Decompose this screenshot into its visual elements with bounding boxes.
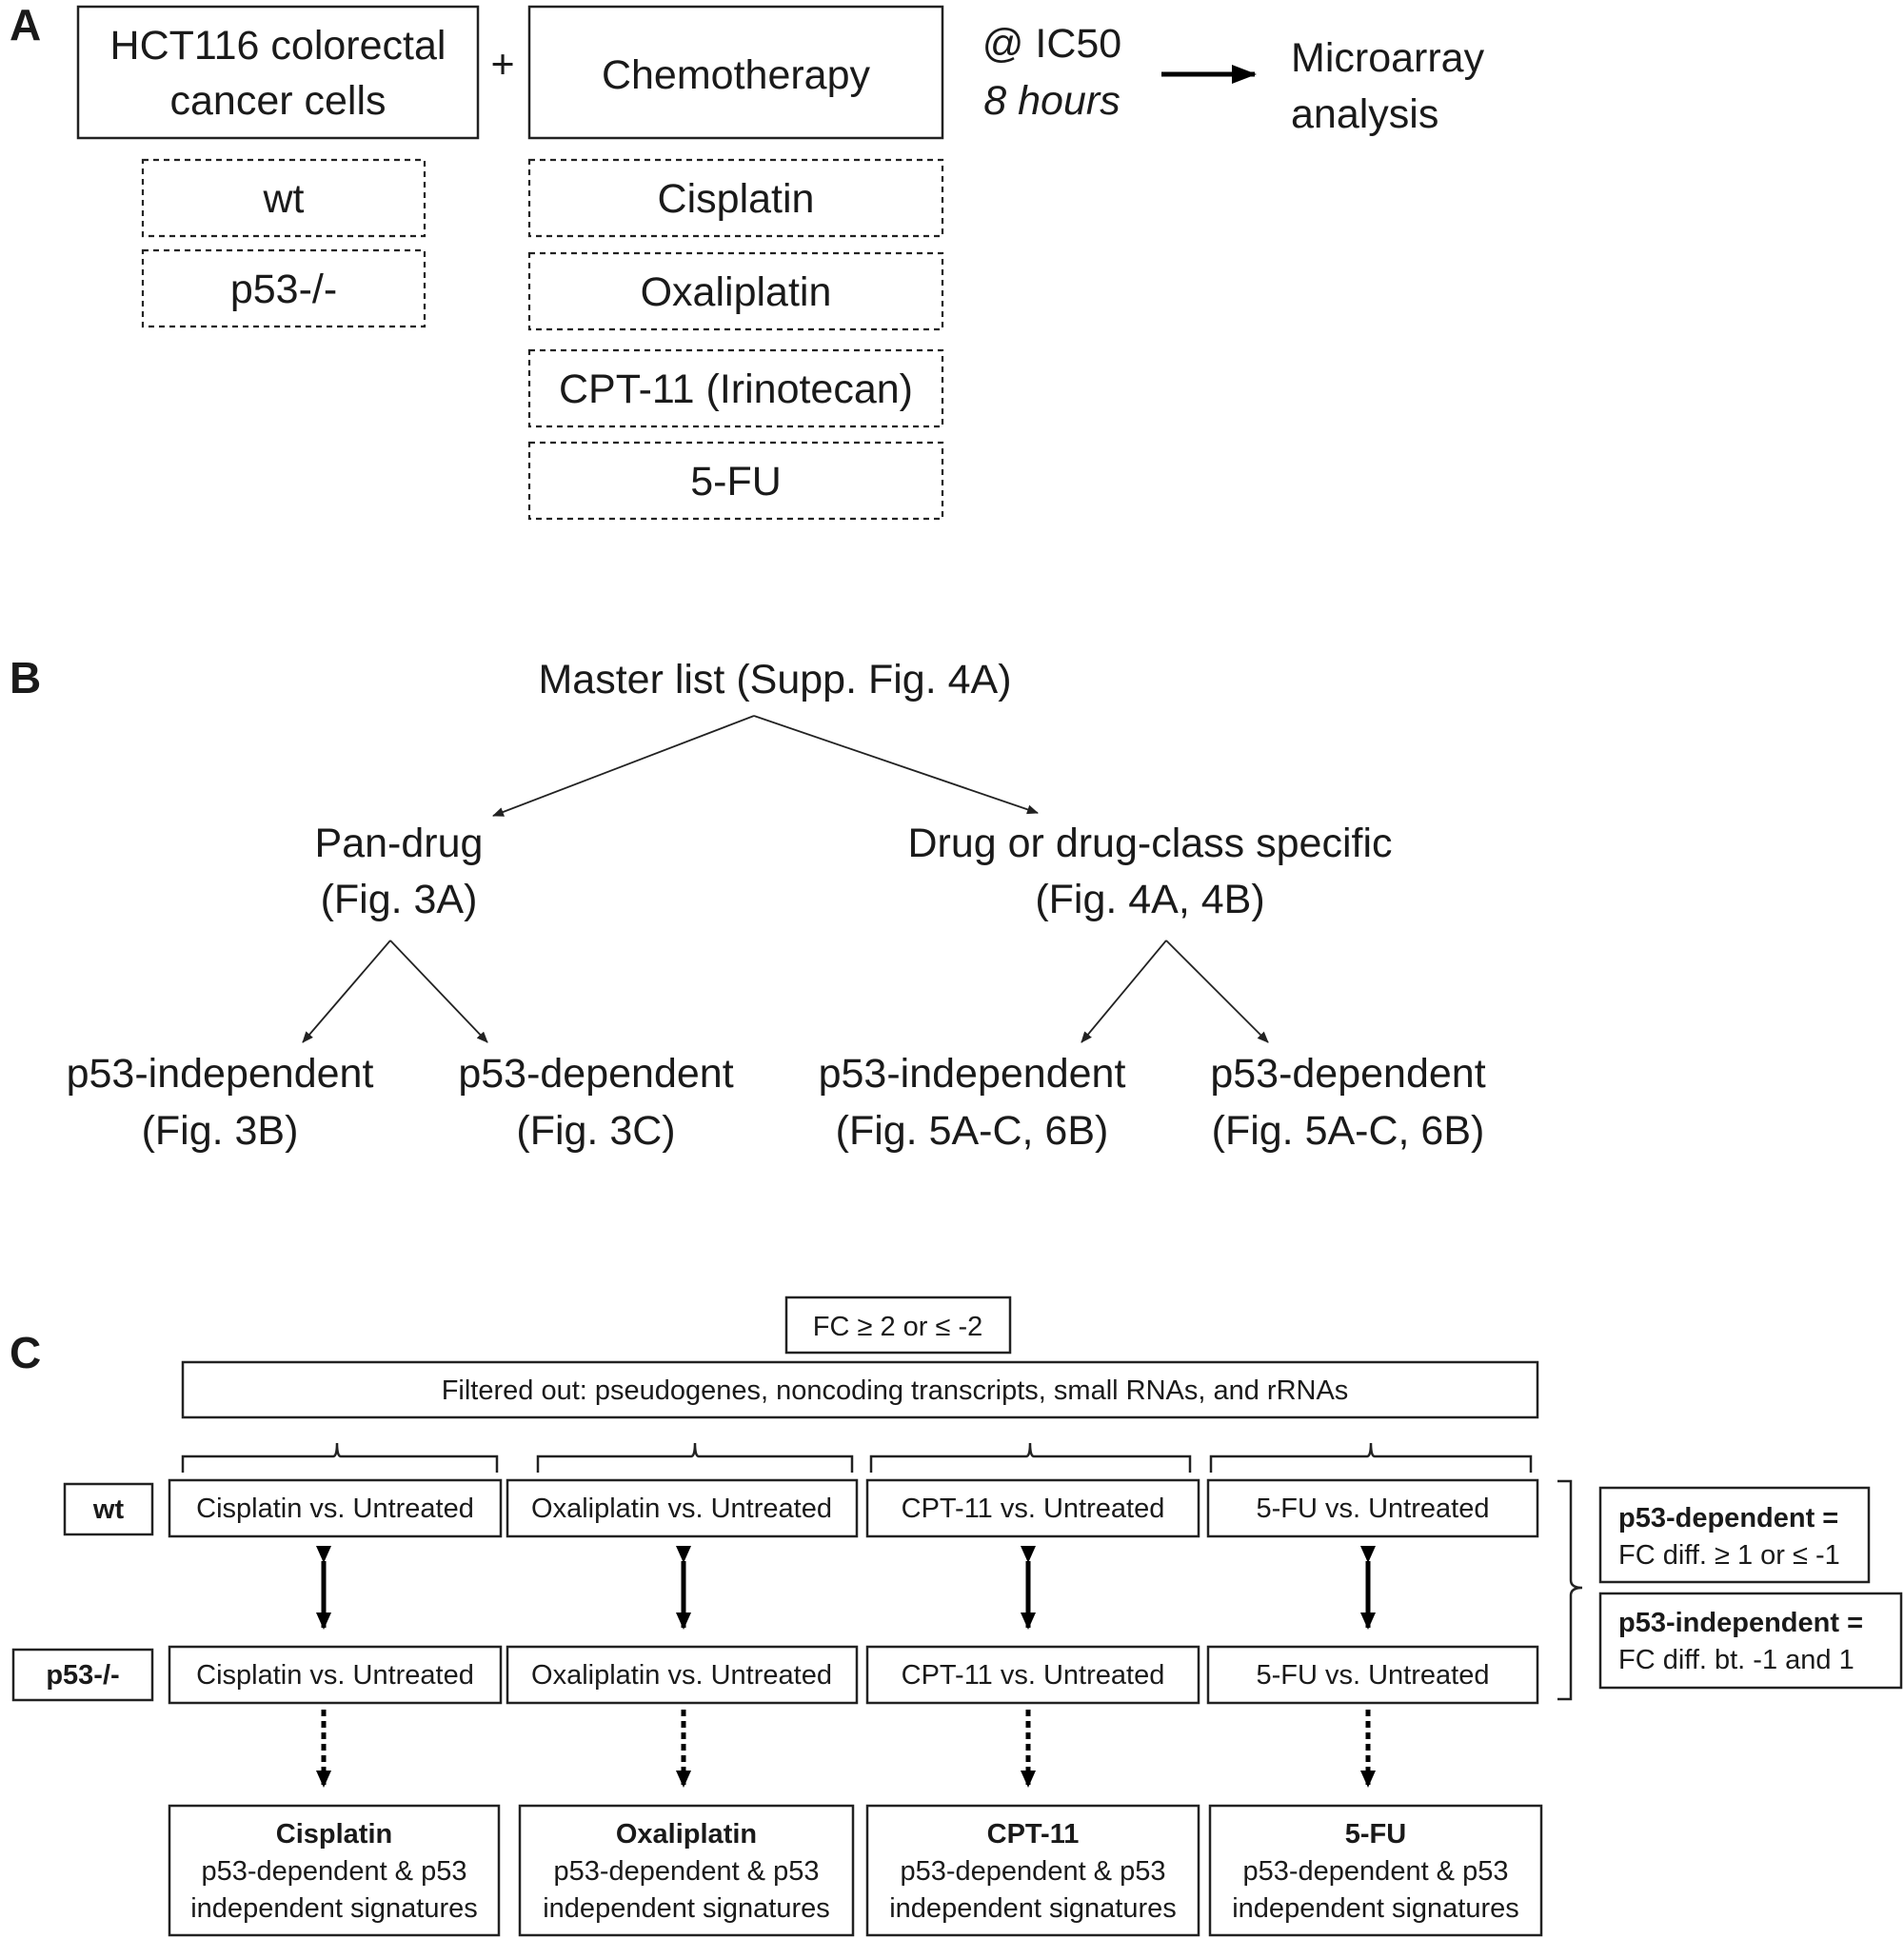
wt-comparison-cpt11: CPT-11 vs. Untreated [865,1478,1200,1538]
chemo-box-label: Chemotherapy [602,52,871,98]
panel-c-letter: C [10,1328,41,1377]
criteria-p53-dependent: p53-dependent = FC diff. ≥ 1 or ≤ -1 [1598,1486,1871,1584]
arrow-root-left [492,715,755,817]
null-comparison-oxaliplatin-text: Oxaliplatin vs. Untreated [531,1660,832,1691]
wt-comparison-5fu-text: 5-FU vs. Untreated [1257,1494,1490,1524]
null-comparison-oxaliplatin: Oxaliplatin vs. Untreated [506,1645,859,1705]
fc-threshold-label: FC ≥ 2 or ≤ -2 [813,1312,982,1342]
leaf-pan-independent-title: p53-independent [67,1051,374,1097]
null-comparison-cpt11: CPT-11 vs. Untreated [865,1645,1200,1705]
criteria-p53-dependent-text: FC diff. ≥ 1 or ≤ -1 [1618,1540,1840,1571]
drug-oxaliplatin-label: Oxaliplatin [641,269,832,315]
null-comparison-cpt11-text: CPT-11 vs. Untreated [902,1660,1165,1691]
result-cpt11-drug: CPT-11 [987,1819,1080,1850]
panel-a-letter: A [10,0,41,49]
master-list: Master list (Supp. Fig. 4A) [538,657,1011,702]
panel-a: A HCT116 colorectal cancer cells + Chemo… [10,0,1485,521]
result-5fu-line3: independent signatures [1232,1893,1519,1924]
pan-drug-title: Pan-drug [315,821,484,866]
drug-cisplatin: Cisplatin [527,158,944,238]
criteria-p53-independent: p53-independent = FC diff. bt. -1 and 1 [1598,1592,1903,1690]
brace-oxaliplatin [536,1442,854,1473]
leaf-pan-dependent-title: p53-dependent [458,1051,733,1097]
row-label-wt: wt [63,1482,154,1536]
result-cisplatin: Cisplatin p53-dependent & p53 independen… [168,1804,501,1937]
cell-type-wt-label: wt [263,176,305,222]
leaf-specific-independent-title: p53-independent [819,1051,1126,1097]
row-label-p53-null-text: p53-/- [46,1660,119,1691]
leaf-specific-dependent-ref: (Fig. 5A-C, 6B) [1212,1108,1485,1154]
leaf-specific-independent-ref: (Fig. 5A-C, 6B) [836,1108,1109,1154]
cell-type-p53-null: p53-/- [141,248,426,328]
condition-ic50: @ IC50 [982,21,1121,67]
wt-comparison-cisplatin-text: Cisplatin vs. Untreated [196,1494,474,1524]
chemo-box: Chemotherapy [527,5,944,140]
criteria-p53-dependent-title: p53-dependent = [1618,1503,1838,1533]
arrow-pan-right [389,940,488,1043]
arrow-specific-right [1165,940,1269,1043]
wt-comparison-5fu: 5-FU vs. Untreated [1206,1478,1539,1538]
wt-comparison-cisplatin: Cisplatin vs. Untreated [168,1478,503,1538]
brace-cisplatin [181,1442,499,1473]
criteria-p53-independent-title: p53-independent = [1618,1608,1863,1638]
condition-duration: 8 hours [983,78,1120,124]
result-oxaliplatin-line2: p53-dependent & p53 [554,1856,820,1887]
arrow-root-right [753,715,1039,815]
result-cisplatin-drug: Cisplatin [276,1819,392,1850]
output-line2: analysis [1291,91,1438,137]
result-cpt11: CPT-11 p53-dependent & p53 independent s… [865,1804,1200,1937]
panel-b: B Master list (Supp. Fig. 4A) Pan-drug (… [10,653,1486,1154]
cells-box: HCT116 colorectal cancer cells [76,5,480,140]
right-brace [1557,1479,1583,1701]
cell-type-wt: wt [141,158,426,238]
filter-label: Filtered out: pseudogenes, noncoding tra… [442,1375,1349,1406]
drug-5fu-label: 5-FU [690,459,782,505]
cell-type-p53-null-label: p53-/- [230,267,337,312]
cells-box-line2: cancer cells [169,78,386,124]
criteria-p53-independent-text: FC diff. bt. -1 and 1 [1618,1645,1854,1675]
result-cpt11-line2: p53-dependent & p53 [901,1856,1166,1887]
drug-5fu: 5-FU [527,441,944,521]
null-comparison-cisplatin: Cisplatin vs. Untreated [168,1645,503,1705]
arrow-specific-left [1081,940,1167,1043]
wt-comparison-cpt11-text: CPT-11 vs. Untreated [902,1494,1165,1524]
null-comparison-5fu: 5-FU vs. Untreated [1206,1645,1539,1705]
wt-comparison-oxaliplatin-text: Oxaliplatin vs. Untreated [531,1494,832,1524]
null-comparison-cisplatin-text: Cisplatin vs. Untreated [196,1660,474,1691]
brace-5fu [1209,1442,1533,1473]
result-cpt11-line3: independent signatures [889,1893,1177,1924]
result-5fu-line2: p53-dependent & p53 [1243,1856,1509,1887]
drug-cpt11-label: CPT-11 (Irinotecan) [559,366,913,412]
drug-cpt11: CPT-11 (Irinotecan) [527,348,944,428]
cells-box-line1: HCT116 colorectal [110,23,446,69]
row-label-wt-text: wt [92,1494,125,1525]
leaf-specific-dependent-title: p53-dependent [1210,1051,1485,1097]
result-oxaliplatin-line3: independent signatures [543,1893,830,1924]
pan-drug-ref: (Fig. 3A) [321,877,478,922]
panel-c: C FC ≥ 2 or ≤ -2 Filtered out: pseudogen… [10,1296,1903,1937]
result-oxaliplatin: Oxaliplatin p53-dependent & p53 independ… [518,1804,855,1937]
drug-cisplatin-label: Cisplatin [658,176,815,222]
result-5fu-drug: 5-FU [1345,1819,1406,1850]
drug-specific-title: Drug or drug-class specific [907,821,1392,866]
leaf-pan-dependent-ref: (Fig. 3C) [516,1108,675,1154]
panel-b-letter: B [10,653,41,702]
row-label-p53-null: p53-/- [11,1648,154,1702]
filter-box: Filtered out: pseudogenes, noncoding tra… [181,1360,1539,1419]
result-cisplatin-line3: independent signatures [190,1893,478,1924]
null-comparison-5fu-text: 5-FU vs. Untreated [1257,1660,1490,1691]
brace-cpt11 [869,1442,1192,1473]
arrow-pan-left [302,940,391,1043]
result-cisplatin-line2: p53-dependent & p53 [202,1856,467,1887]
fc-threshold-box: FC ≥ 2 or ≤ -2 [784,1296,1012,1355]
plus-sign: + [490,42,514,88]
result-5fu: 5-FU p53-dependent & p53 independent sig… [1208,1804,1543,1937]
result-oxaliplatin-drug: Oxaliplatin [616,1819,757,1850]
output-line1: Microarray [1291,35,1485,81]
drug-oxaliplatin: Oxaliplatin [527,251,944,331]
wt-comparison-oxaliplatin: Oxaliplatin vs. Untreated [506,1478,859,1538]
leaf-pan-independent-ref: (Fig. 3B) [142,1108,299,1154]
drug-specific-ref: (Fig. 4A, 4B) [1035,877,1264,922]
